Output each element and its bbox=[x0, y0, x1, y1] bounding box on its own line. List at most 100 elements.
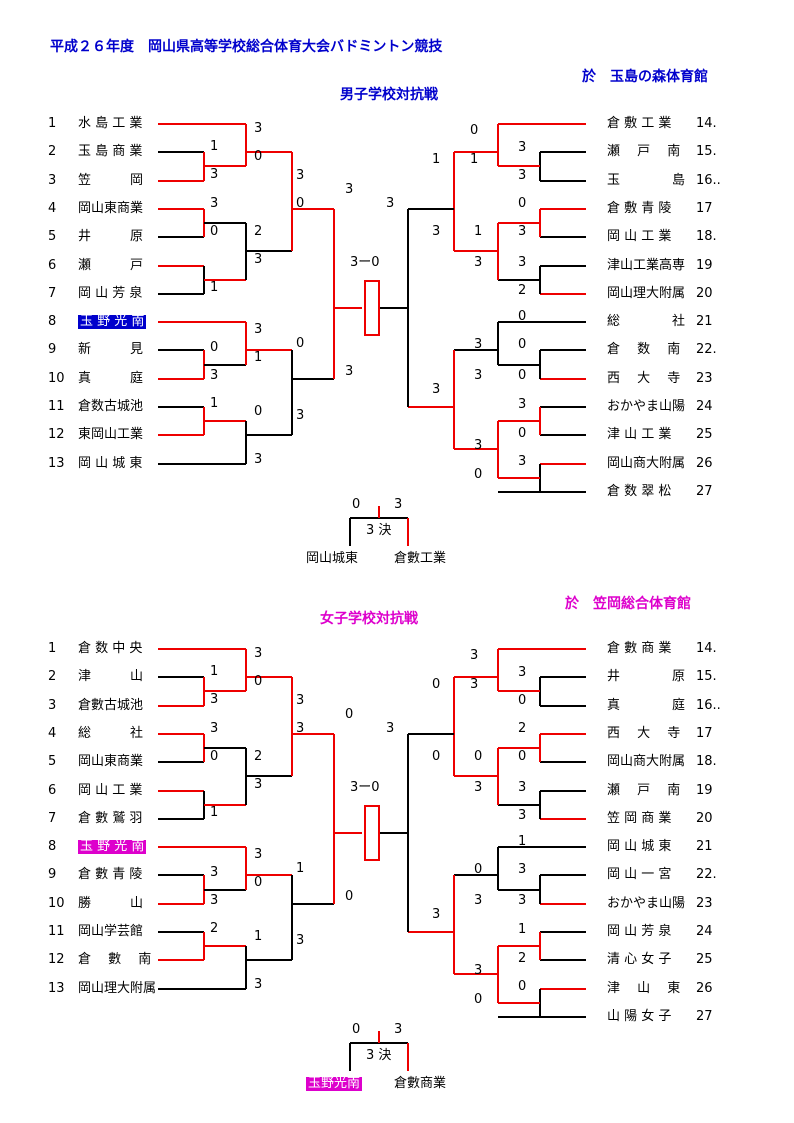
boys-left-seed-number: 9 bbox=[48, 342, 57, 358]
bracket-line bbox=[454, 151, 498, 154]
girls-left-seed-number: 5 bbox=[48, 754, 57, 770]
girls-right-team-name: おかやま山陽 bbox=[607, 895, 686, 911]
bracket-line bbox=[498, 490, 586, 493]
boys-round-score: 3 bbox=[518, 168, 527, 183]
girls-round-score: 1 bbox=[518, 922, 527, 937]
bracket-line bbox=[539, 733, 541, 763]
girls-round-score: 3 bbox=[210, 865, 219, 880]
boys-round-score: 3 bbox=[474, 337, 483, 352]
bracket-line bbox=[454, 250, 498, 253]
girls-round-score: 1 bbox=[210, 805, 219, 820]
bracket-line bbox=[378, 505, 380, 518]
boys-left-seed-number: 8 bbox=[48, 314, 57, 330]
bracket-line bbox=[158, 789, 204, 792]
girls-round-score: 3 bbox=[474, 963, 483, 978]
boys-round-score: 3 bbox=[345, 182, 354, 197]
girls-right-team-name: 真 庭 bbox=[607, 697, 686, 713]
bracket-line bbox=[498, 846, 586, 849]
bracket-line bbox=[498, 648, 586, 650]
bracket-line bbox=[497, 649, 499, 692]
girls-left-team-name: 岡山理大附属 bbox=[78, 980, 157, 996]
bracket-line bbox=[540, 292, 586, 295]
girls-round-score: 3 bbox=[254, 977, 263, 992]
girls-round-score: 3 bbox=[470, 677, 479, 692]
boys-final-score: 3ー0 bbox=[350, 254, 380, 270]
bracket-line bbox=[408, 931, 454, 933]
bracket-line bbox=[204, 803, 246, 806]
bracket-line bbox=[498, 363, 540, 366]
girls-final-score: 3ー0 bbox=[350, 779, 380, 795]
bracket-line bbox=[245, 946, 247, 989]
girls-round-score: 3 bbox=[518, 862, 527, 877]
bracket-line bbox=[380, 306, 408, 309]
girls-round-score: 2 bbox=[518, 721, 527, 736]
boys-left-team-name: 岡 山 芳 泉 bbox=[78, 285, 143, 301]
bracket-line bbox=[498, 1001, 540, 1004]
bracket-line bbox=[453, 677, 455, 777]
bracket-line bbox=[246, 874, 292, 877]
boys-round-score: 3 bbox=[474, 368, 483, 383]
bracket-line bbox=[540, 931, 586, 933]
bracket-line bbox=[540, 676, 586, 679]
girls-round-score: 3 bbox=[470, 648, 479, 663]
bracket-line bbox=[498, 690, 540, 693]
girls-round-score: 3 bbox=[474, 893, 483, 908]
girls-right-seed-number: 16.. bbox=[696, 697, 721, 713]
boys-left-seed-number: 7 bbox=[48, 285, 57, 301]
boys-round-score: 0 bbox=[518, 337, 527, 352]
girls-right-team-name: 岡山商大附属 bbox=[607, 754, 686, 770]
boys-left-team-name: 玉 島 商 業 bbox=[78, 144, 143, 160]
bracket-line bbox=[158, 123, 246, 125]
boys-round-score: 0 bbox=[210, 224, 219, 239]
girls-round-score: 0 bbox=[432, 749, 441, 764]
bracket-line bbox=[158, 987, 246, 990]
bracket-line bbox=[498, 420, 540, 423]
bracket-line bbox=[245, 322, 247, 365]
boys-final-box bbox=[364, 279, 380, 336]
boys-right-team-name: 岡山商大附属 bbox=[607, 455, 686, 471]
bracket-line bbox=[540, 434, 586, 437]
girls-left-team-name: 津 山 bbox=[78, 669, 144, 685]
boys-right-seed-number: 19 bbox=[696, 257, 713, 273]
boys-right-team-name: 岡 山 工 業 bbox=[607, 229, 672, 245]
bracket-line bbox=[408, 406, 454, 408]
girls-round-score: 0 bbox=[345, 889, 354, 904]
boys-third-right-team: 倉數工業 bbox=[394, 550, 447, 566]
bracket-line bbox=[204, 278, 246, 281]
girls-round-score: 2 bbox=[518, 951, 527, 966]
boys-round-score: 0 bbox=[474, 467, 483, 482]
girls-round-score: 3 bbox=[474, 780, 483, 795]
bracket-line bbox=[204, 888, 246, 891]
boys-round-score: 3 bbox=[254, 322, 263, 337]
bracket-line bbox=[497, 322, 499, 365]
bracket-line bbox=[454, 349, 498, 352]
boys-right-seed-number: 18. bbox=[696, 229, 717, 245]
boys-round-score: 3 bbox=[518, 397, 527, 412]
girls-left-team-name: 岡 山 工 業 bbox=[78, 782, 143, 798]
bracket-line bbox=[158, 732, 204, 735]
girls-right-seed-number: 26 bbox=[696, 980, 713, 996]
girls-third-left-team: 玉野光南 bbox=[306, 1075, 363, 1091]
girls-round-score: 0 bbox=[254, 674, 263, 689]
bracket-line bbox=[454, 874, 498, 877]
boys-round-score: 3 bbox=[474, 438, 483, 453]
girls-round-score: 3 bbox=[254, 646, 263, 661]
bracket-line bbox=[498, 123, 586, 125]
boys-round-score: 0 bbox=[470, 123, 479, 138]
girls-right-team-name: 津 山 東 bbox=[607, 980, 681, 996]
bracket-line bbox=[540, 761, 586, 764]
boys-round-score: 1 bbox=[210, 280, 219, 295]
bracket-line bbox=[408, 732, 454, 735]
bracket-line bbox=[158, 761, 204, 764]
bracket-line bbox=[246, 151, 292, 154]
girls-third-left-score: 0 bbox=[352, 1021, 361, 1037]
bracket-line bbox=[540, 236, 586, 239]
girls-left-seed-number: 3 bbox=[48, 697, 57, 713]
boys-left-team-name: 倉数古城池 bbox=[78, 399, 144, 414]
boys-round-score: 3 bbox=[474, 255, 483, 270]
boys-round-score: 3 bbox=[210, 368, 219, 383]
bracket-line bbox=[246, 676, 292, 679]
bracket-line bbox=[498, 945, 540, 948]
boys-left-team-name: 真 庭 bbox=[78, 370, 144, 386]
bracket-line bbox=[350, 516, 408, 519]
